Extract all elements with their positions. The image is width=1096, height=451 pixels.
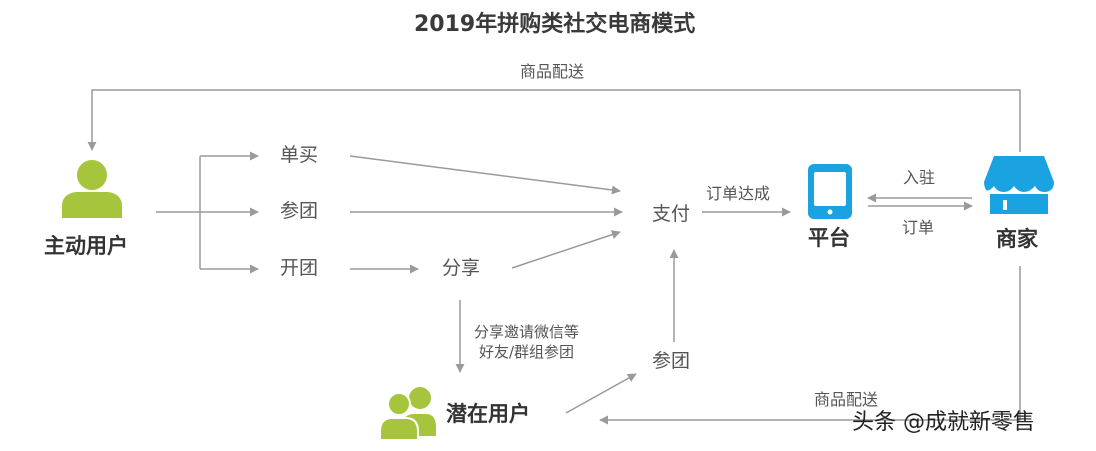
label-order-done: 订单达成 — [706, 184, 771, 203]
node-share: 分享 — [442, 257, 481, 279]
arrow-single-buy-to-pay — [349, 155, 621, 195]
node-join-group: 参团 — [280, 200, 319, 222]
label-delivery-top: 商品配送 — [520, 62, 585, 81]
node-potential-user: 潜在用户 — [446, 402, 530, 426]
node-open-group: 开团 — [280, 257, 319, 279]
label-share-note: 分享邀请微信等 好友/群组参团 — [474, 322, 579, 362]
label-settle-in: 入驻 — [903, 168, 936, 187]
label-delivery-bottom: 商品配送 — [814, 390, 879, 409]
arrow-delivery-bottom — [599, 266, 1021, 425]
node-active-user: 主动用户 — [44, 234, 128, 258]
label-order: 订单 — [902, 218, 935, 237]
label-share-note-line2: 好友/群组参团 — [478, 343, 575, 361]
arrow-potential-user-to-join — [565, 373, 637, 414]
node-pay: 支付 — [652, 203, 691, 225]
arrow-share-to-pay — [511, 230, 621, 269]
phone-icon — [808, 164, 852, 219]
arrow-delivery-top — [87, 89, 1021, 152]
node-single-buy: 单买 — [280, 144, 319, 166]
node-join-group-2: 参团 — [652, 350, 691, 372]
node-platform: 平台 — [808, 226, 850, 250]
label-share-note-line1: 分享邀请微信等 — [474, 323, 580, 341]
diagram-title: 2019年拼购类社交电商模式 — [414, 12, 696, 37]
shop-icon — [984, 156, 1054, 214]
watermark: 头条 @成就新零售 — [852, 410, 1035, 435]
user-icon — [62, 160, 122, 218]
users-group-icon — [379, 387, 436, 441]
node-merchant: 商家 — [996, 227, 1038, 251]
